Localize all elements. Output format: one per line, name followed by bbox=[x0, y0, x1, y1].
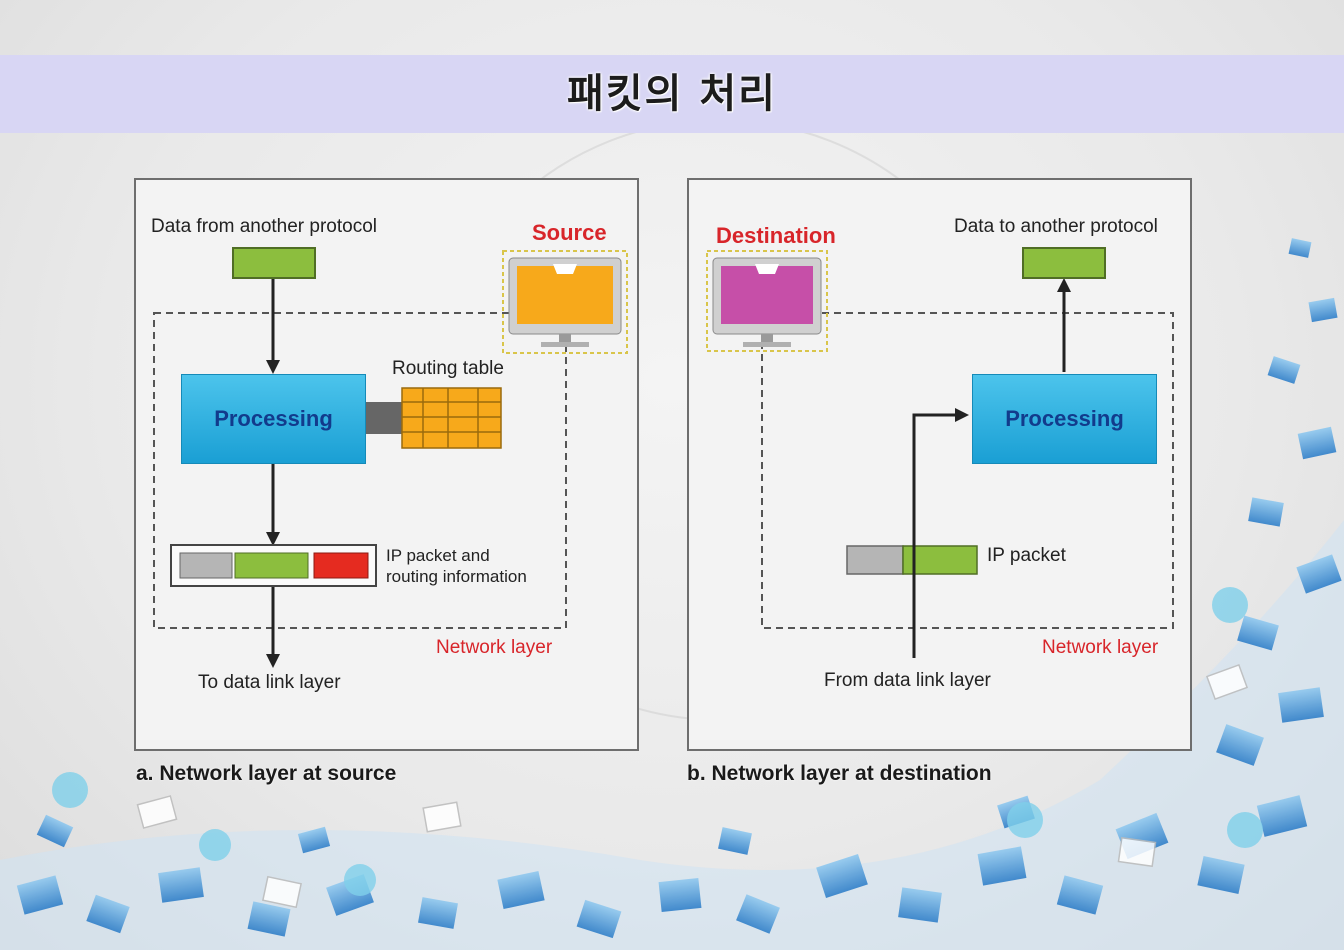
source-processing-box: Processing bbox=[181, 374, 366, 464]
title-band: 패킷의 처리 bbox=[0, 55, 1344, 133]
destination-packet bbox=[846, 545, 978, 575]
background-bird-icons bbox=[52, 587, 1263, 896]
background-cube-pile bbox=[0, 238, 1344, 950]
destination-panel-graphics bbox=[706, 250, 1174, 658]
source-packet bbox=[170, 544, 377, 587]
destination-network-layer-boundary bbox=[761, 312, 1174, 629]
source-packet-label-line2: routing information bbox=[386, 567, 527, 586]
source-network-layer-label: Network layer bbox=[436, 637, 553, 658]
destination-network-layer-label: Network layer bbox=[1042, 637, 1159, 658]
source-device-label: Source bbox=[532, 220, 607, 245]
destination-computer-icon bbox=[706, 250, 828, 352]
source-computer-icon bbox=[502, 250, 628, 354]
background-envelope-icons bbox=[136, 663, 1249, 909]
processing-to-table-connector bbox=[366, 402, 406, 434]
destination-caption: b. Network layer at destination bbox=[687, 762, 992, 785]
source-data-block bbox=[232, 247, 316, 279]
destination-data-block bbox=[1022, 247, 1106, 279]
source-network-layer-boundary bbox=[153, 312, 567, 629]
source-packet-label-line1: IP packet and bbox=[386, 546, 490, 565]
routing-table-label: Routing table bbox=[392, 358, 504, 379]
destination-data-out-label: Data to another protocol bbox=[954, 216, 1158, 237]
source-panel: Data from another protocol Source Routin… bbox=[134, 178, 639, 751]
destination-packet-label: IP packet bbox=[987, 545, 1066, 566]
destination-input-arrow bbox=[912, 413, 955, 658]
destination-processing-box: Processing bbox=[972, 374, 1157, 464]
destination-device-label: Destination bbox=[716, 223, 836, 248]
slide-title: 패킷의 처리 bbox=[567, 71, 777, 117]
destination-panel: Destination Data to another protocol Pro… bbox=[687, 178, 1192, 751]
source-panel-graphics bbox=[153, 250, 628, 668]
destination-input-label: From data link layer bbox=[824, 670, 991, 691]
source-output-label: To data link layer bbox=[198, 672, 341, 693]
source-caption: a. Network layer at source bbox=[136, 762, 397, 785]
source-data-in-label: Data from another protocol bbox=[151, 216, 378, 237]
routing-table-grid bbox=[401, 387, 502, 449]
